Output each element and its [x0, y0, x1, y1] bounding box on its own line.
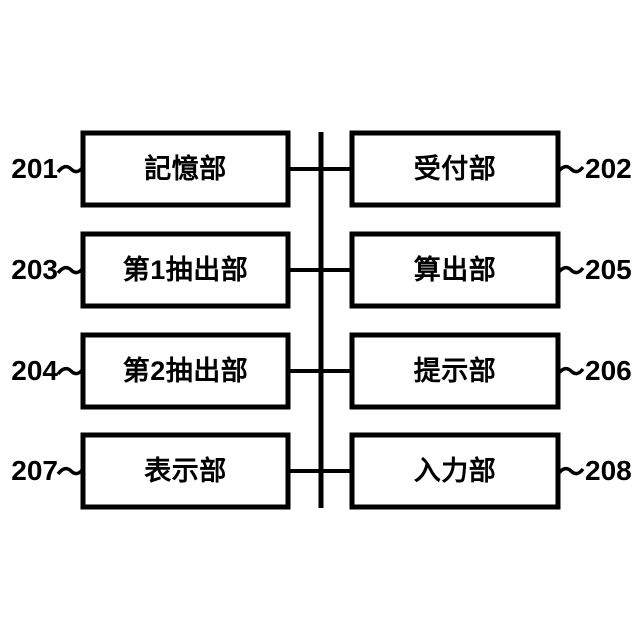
- reference-number-205: 205: [585, 254, 632, 285]
- block-box-right-row-3: [349, 332, 561, 410]
- reference-number-203: 203: [11, 254, 58, 285]
- block-label-second-extraction-unit: 第2抽出部: [122, 355, 249, 386]
- block-label-calculation-unit: 算出部: [413, 254, 497, 285]
- lead-line-right-row-1: [556, 164, 585, 174]
- block-box-left-row-3: [80, 332, 291, 410]
- block-label-memory-unit: 記憶部: [144, 153, 227, 184]
- block-box-right-row-2: [349, 231, 561, 309]
- block-label-first-extraction-unit: 第1抽出部: [122, 254, 249, 285]
- block-box-right-row-4: [349, 432, 561, 510]
- reference-number-208: 208: [585, 455, 632, 486]
- block-label-display-unit: 表示部: [144, 455, 227, 486]
- reference-number-204: 204: [11, 355, 58, 386]
- block-label-reception-unit: 受付部: [413, 153, 497, 184]
- lead-line-left-row-3: [56, 366, 85, 376]
- lead-line-left-row-4: [56, 466, 85, 476]
- block-box-right-row-1: [349, 130, 561, 208]
- reference-number-201: 201: [11, 153, 58, 184]
- block-label-input-unit: 入力部: [413, 455, 497, 486]
- lead-line-left-row-1: [56, 164, 85, 174]
- lead-line-right-row-2: [556, 265, 585, 275]
- reference-number-206: 206: [585, 355, 632, 386]
- lead-line-right-row-3: [556, 366, 585, 376]
- reference-number-202: 202: [585, 153, 632, 184]
- reference-number-207: 207: [11, 455, 58, 486]
- lead-line-right-row-4: [556, 466, 585, 476]
- lead-line-left-row-2: [56, 265, 85, 275]
- block-label-presentation-unit: 提示部: [413, 355, 497, 386]
- block-box-left-row-1: [80, 130, 291, 208]
